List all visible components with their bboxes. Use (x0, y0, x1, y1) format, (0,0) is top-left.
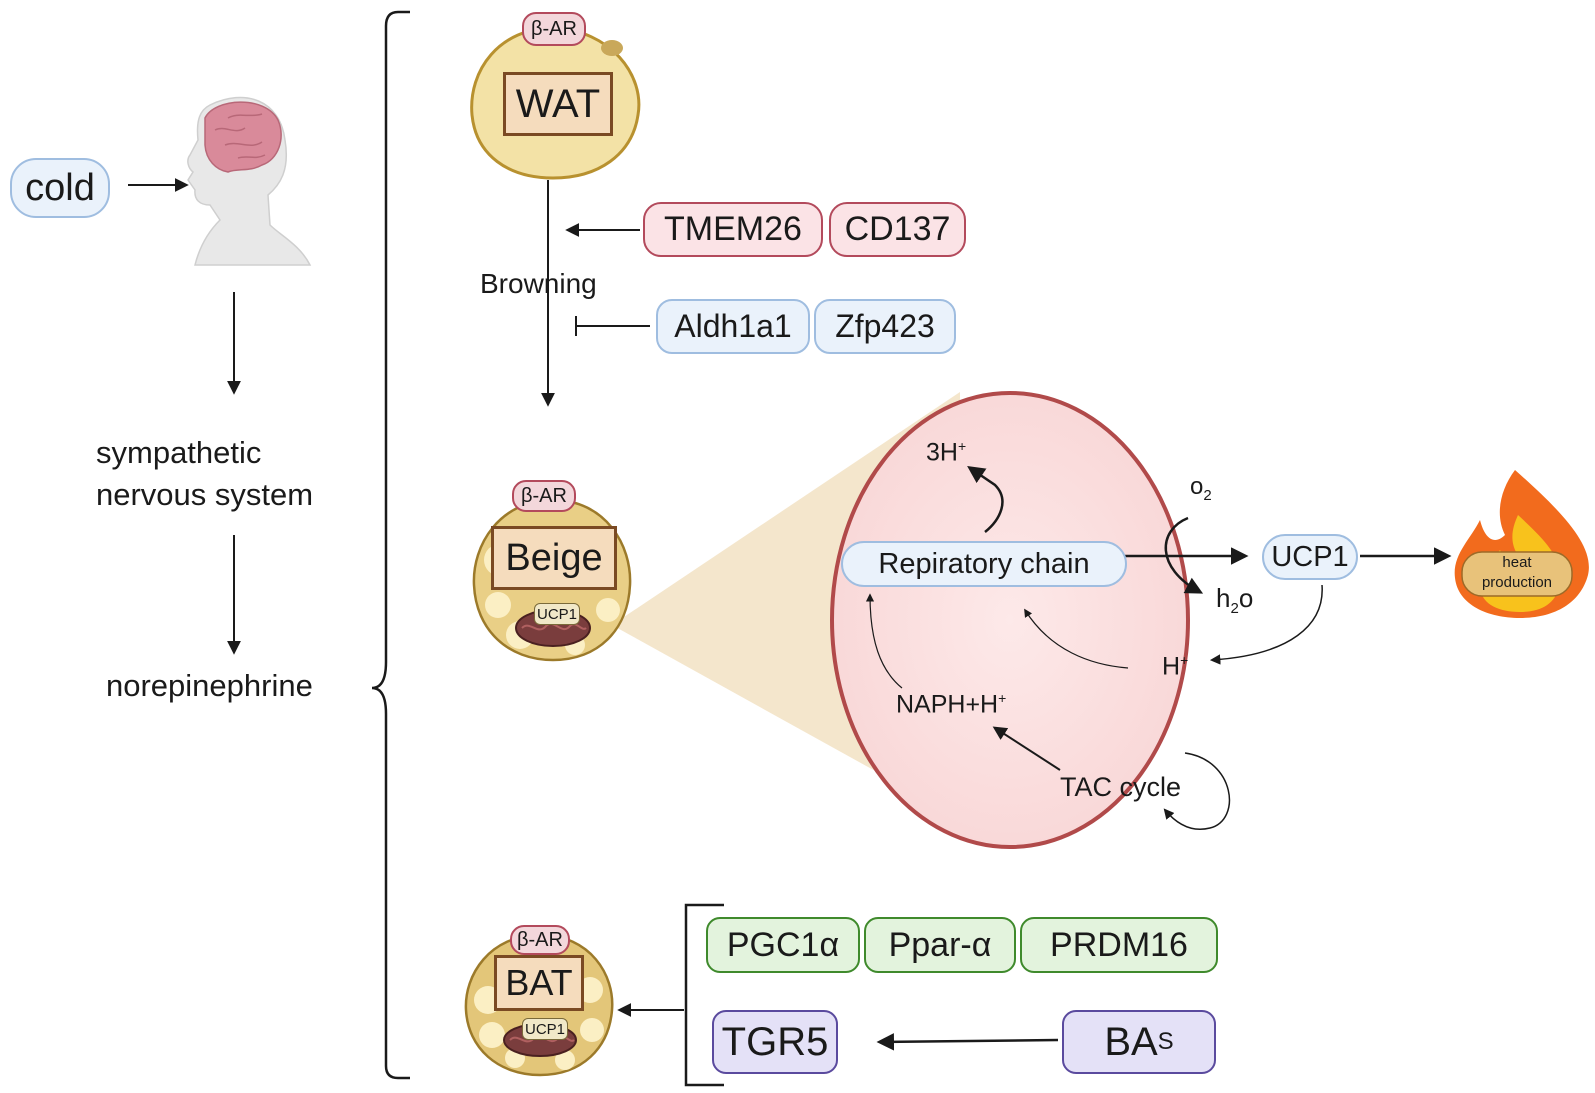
browning-label: Browning (480, 268, 597, 299)
bat-label-box: BAT (494, 955, 584, 1011)
tac-cycle-label: TAC cycle (1060, 772, 1182, 802)
bat-receptor-badge: β-AR (510, 925, 570, 955)
inhibitor-line (575, 316, 650, 336)
cold-label: cold (25, 166, 95, 209)
arrow-naph-to-chain (865, 593, 903, 689)
beige-receptor-badge: β-AR (512, 480, 576, 512)
three-h-plus-label: 3H+ (926, 438, 967, 467)
tac-cycle-loop (1163, 752, 1231, 830)
zfp423-pill: Zfp423 (814, 299, 956, 354)
beige-label-box: Beige (491, 526, 617, 590)
ucp1-pill: UCP1 (1262, 534, 1358, 580)
mitochondrion-zoom (830, 391, 1190, 849)
arrow-tac-to-naph (992, 726, 1061, 771)
bat-ucp1-tag: UCP1 (522, 1018, 568, 1040)
h2o-label: h2o (1216, 583, 1254, 618)
arrow-bas-to-tgr5 (876, 1033, 1059, 1051)
wat-label-box: WAT (503, 72, 613, 136)
pgc1a-pill: PGC1α (706, 917, 860, 973)
aldh1a1-pill: Aldh1a1 (656, 299, 810, 354)
tmem26-pill: TMEM26 (643, 202, 823, 257)
ppar-alpha-pill: Ppar-α (864, 917, 1016, 973)
norepinephrine-label: norepinephrine (106, 668, 313, 703)
sns-label: sympathetic nervous system (96, 435, 314, 512)
arrow-hplus-to-chain (1024, 608, 1129, 669)
arrow-chain-to-3h (967, 466, 1004, 533)
h-plus-label: H+ (1162, 652, 1189, 681)
bat-regulator-bracket (684, 903, 724, 1087)
beige-ucp1-tag: UCP1 (534, 603, 580, 625)
arrow-o2-to-h2o (1164, 516, 1204, 594)
prdm16-pill: PRDM16 (1020, 917, 1218, 973)
flame-icon (1454, 470, 1589, 618)
respiratory-chain-pill: Repiratory chain (841, 541, 1127, 587)
cd137-pill: CD137 (829, 202, 966, 257)
naph-label: NAPH+H+ (896, 690, 1007, 719)
curly-brace (371, 10, 410, 1080)
tgr5-pill: TGR5 (712, 1010, 838, 1074)
arrow-ucp1-to-hplus (1209, 584, 1323, 665)
human-head-illustration (187, 96, 312, 266)
o2-label: o2 (1190, 473, 1212, 504)
cold-pill: cold (10, 158, 110, 218)
wat-receptor-badge: β-AR (522, 12, 586, 46)
heat-production-label: heat production (1481, 554, 1553, 591)
